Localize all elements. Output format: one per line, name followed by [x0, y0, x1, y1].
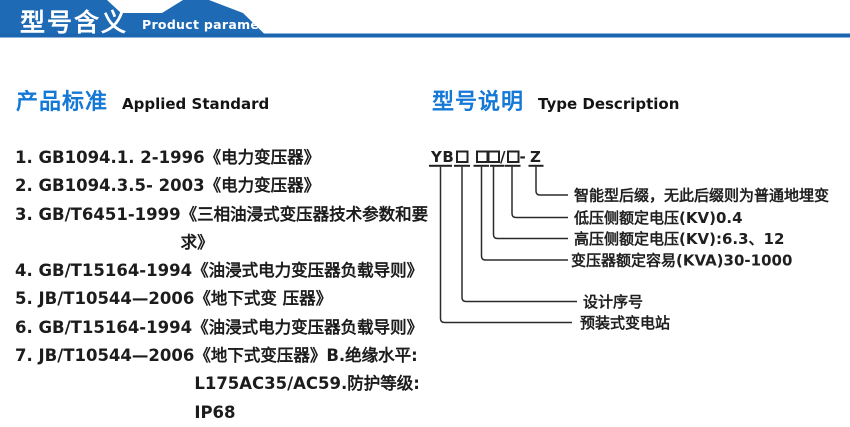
standard-name: 《地下式变 压器》 — [194, 289, 333, 309]
code-underline — [454, 164, 470, 167]
connector-line — [492, 166, 568, 240]
model-label-smart-suffix: 智能型后缀，无此后缀则为普通地埋变 — [574, 187, 829, 205]
list-item: 3. GB/T6451-1999 《三相油浸式变压器技术参数和要求》 — [15, 201, 435, 258]
standard-code: 7. JB/T10544—2006 — [15, 346, 195, 366]
standard-name: 《三相油浸式变压器技术参数和要求》 — [180, 204, 429, 252]
header-banner — [0, 0, 850, 38]
model-code-z: Z — [530, 148, 541, 166]
placeholder-box-icon — [476, 150, 489, 163]
page-title: 型号含义 — [20, 8, 129, 37]
code-underline — [504, 164, 521, 167]
connector-line — [461, 166, 577, 303]
standard-name: 《地下式变压器》B.绝缘水平: L175AC35/AC59.防护等级: IP68 — [194, 346, 420, 422]
standard-name: 《电力变压器》 — [204, 176, 321, 196]
page-subtitle: Product parameters — [142, 17, 289, 32]
standard-name: 《油浸式电力变压器负载导则》 — [192, 261, 424, 281]
model-code-dash: - — [520, 148, 527, 166]
model-label-design-number: 设计序号 — [583, 293, 643, 311]
code-underline — [429, 164, 452, 167]
code-underline — [473, 164, 489, 167]
banner-main-shape — [0, 0, 264, 34]
standards-section-title: 产品标准 Applied Standard — [16, 84, 269, 116]
banner-accent-shape — [162, 0, 243, 13]
standard-code: 1. GB1094.1. 2-1996 — [15, 148, 205, 167]
list-item: 6. GB/T15164-1994 《油浸式电力变压器负载导则》 — [15, 314, 435, 342]
standard-code: 3. GB/T6451-1999 — [15, 204, 181, 224]
placeholder-box-icon — [507, 150, 520, 163]
standard-code: 4. GB/T15164-1994 — [15, 261, 193, 281]
standard-name: 《电力变压器》 — [204, 148, 321, 167]
connector-line — [439, 166, 572, 324]
connector-line — [480, 166, 568, 261]
banner-underline-bar — [0, 33, 850, 38]
model-code-yb: YB — [430, 148, 454, 166]
standards-list: 1. GB1094.1. 2-1996 《电力变压器》 2. GB1094.3.… — [15, 144, 435, 427]
model-section-title: 型号说明 Type Description — [432, 84, 679, 116]
standard-code: 6. GB/T15164-1994 — [15, 317, 193, 337]
connector-line — [511, 166, 568, 219]
standards-title-en: Applied Standard — [122, 95, 270, 113]
model-label-lv-voltage: 低压侧额定电压(KV)0.4 — [573, 209, 743, 227]
model-label-prefab-substation: 预装式变电站 — [580, 314, 670, 332]
standard-code: 2. GB1094.3.5- 2003 — [15, 176, 205, 196]
placeholder-box-icon — [456, 150, 469, 163]
model-label-capacity: 变压器额定容易(KVA)30-1000 — [571, 252, 792, 270]
list-item: 4. GB/T15164-1994 《油浸式电力变压器负载导则》 — [15, 257, 435, 285]
connector-line — [535, 166, 568, 196]
model-title-en: Type Description — [538, 95, 680, 113]
list-item: 2. GB1094.3.5- 2003 《电力变压器》 — [15, 172, 435, 200]
code-underline — [490, 164, 504, 167]
list-item: 5. JB/T10544—2006 《地下式变 压器》 — [15, 285, 435, 313]
placeholder-box-icon — [487, 150, 500, 163]
model-code-slash: / — [500, 148, 506, 166]
model-label-hv-voltage: 高压侧额定电压(KV):6.3、12 — [574, 230, 784, 248]
standard-code: 5. JB/T10544—2006 — [15, 289, 195, 309]
list-item: 7. JB/T10544—2006 《地下式变压器》B.绝缘水平: L175AC… — [15, 342, 435, 427]
model-code-diagram: YB / - Z 智能型后缀，无此后缀则为普通地埋变 低压侧额定电压(KV)0.… — [429, 148, 829, 332]
standards-title-cn: 产品标准 — [16, 90, 109, 115]
code-underline — [528, 164, 544, 167]
connector-lines — [439, 166, 577, 324]
standard-name: 《油浸式电力变压器负载导则》 — [192, 317, 424, 337]
model-title-cn: 型号说明 — [432, 90, 525, 115]
list-item: 1. GB1094.1. 2-1996 《电力变压器》 — [15, 144, 435, 172]
